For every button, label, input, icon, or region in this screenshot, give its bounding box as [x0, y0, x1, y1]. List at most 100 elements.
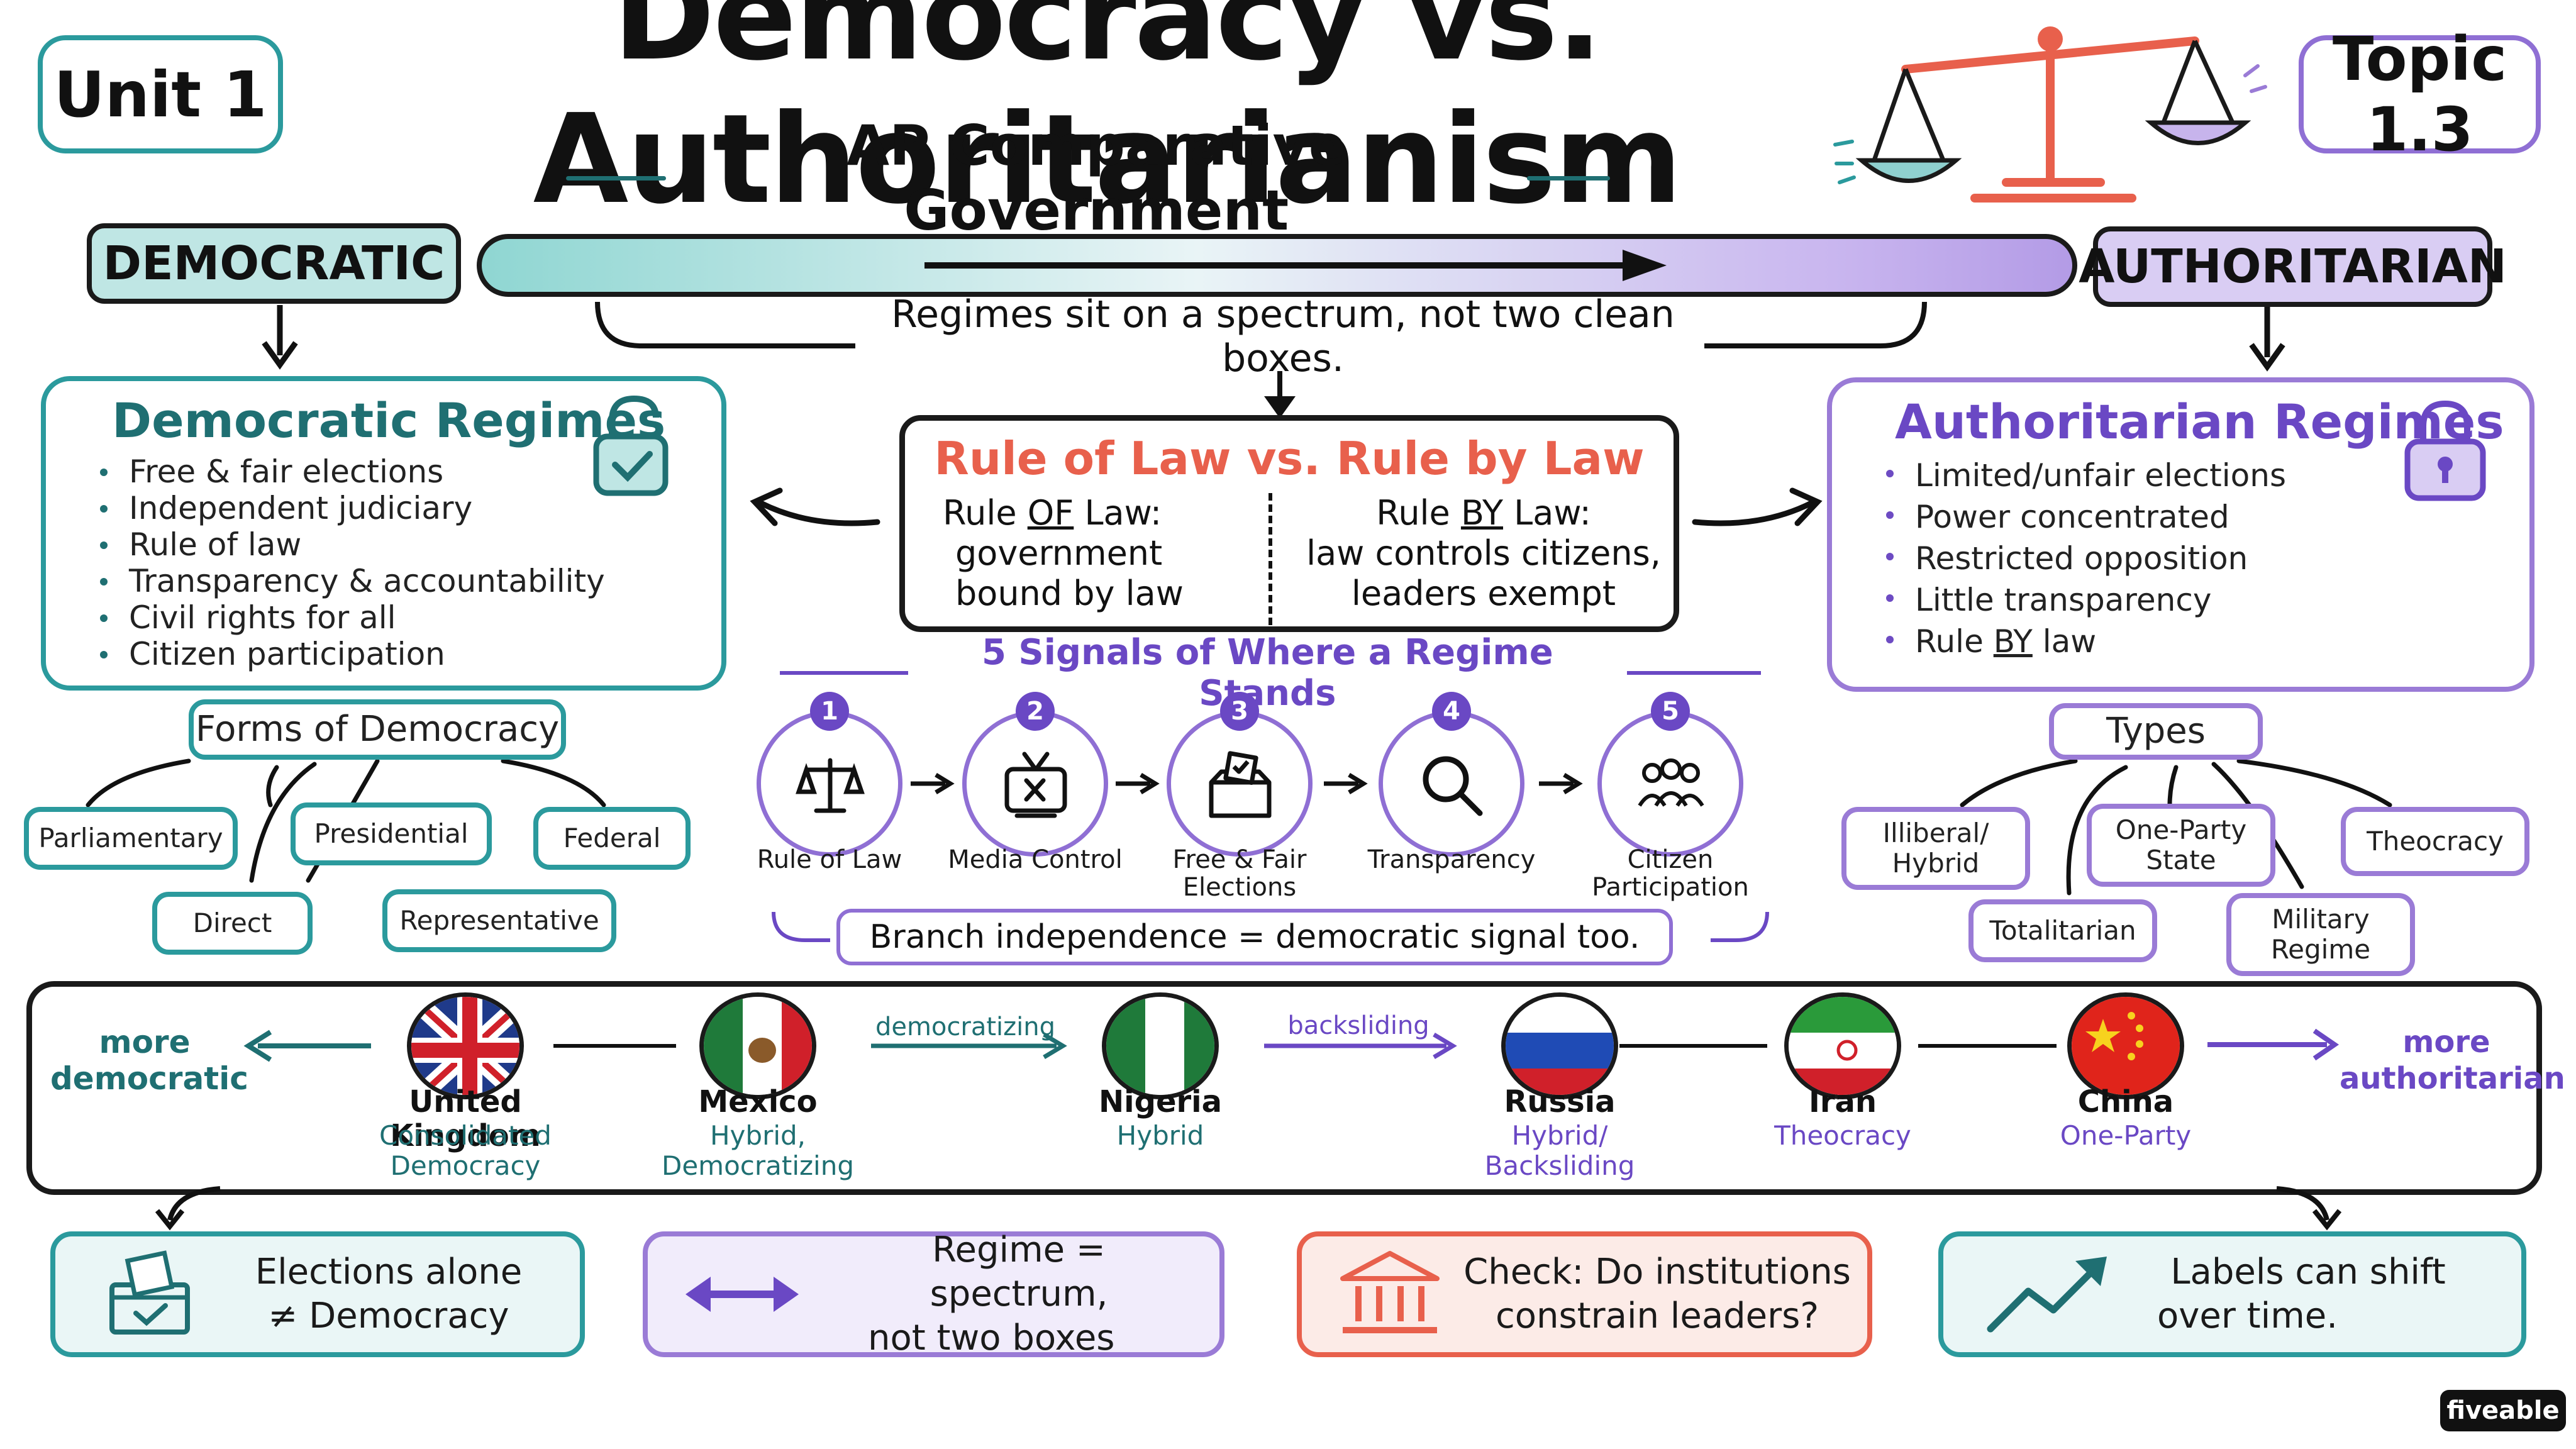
- country-status: Hybrid, Democratizing: [661, 1120, 855, 1181]
- takeaway-labels-line1: Labels can shift: [2170, 1252, 2446, 1292]
- subtitle-row: AP Comparative Government: [566, 113, 1610, 243]
- country-name: United Kingdom: [390, 1084, 541, 1153]
- signal-label-2: Media Control: [948, 845, 1123, 874]
- signals-bracket: [772, 911, 1769, 942]
- democratic-regimes-list: Free & fair elections Independent judici…: [90, 453, 706, 672]
- takeaway-spectrum-line1: Regime = spectrum,: [930, 1230, 1108, 1314]
- signals-rule-left: [780, 671, 908, 675]
- subtitle-rule-right: [1526, 175, 1610, 180]
- more-authoritarian-label: more authoritarian: [2340, 1024, 2565, 1096]
- authoritarian-regimes-card: Authoritarian Regimes Limited/unfair ele…: [1827, 377, 2534, 692]
- takeaway-spectrum-line2: not two boxes: [868, 1318, 1115, 1358]
- authoritarian-down-arrow: [2249, 307, 2285, 372]
- rule-of-law-divider: [1269, 493, 1272, 625]
- signal-label-3: Free & Fair Elections: [1172, 845, 1307, 902]
- type-one-party-state: One-Party State: [2087, 804, 2275, 887]
- ballot-check-icon: [109, 1250, 190, 1335]
- rule-of-law-left-line1: government: [955, 533, 1163, 573]
- signal-arrow: [910, 773, 955, 794]
- backsliding-label: backsliding: [1287, 1011, 1430, 1040]
- page-title: Democracy vs. Authoritarianism: [352, 0, 1862, 231]
- rule-of-law-right-line1: law controls citizens,: [1306, 533, 1661, 573]
- form-parliamentary: Parliamentary: [24, 807, 238, 870]
- signal-label-1: Rule of Law: [757, 845, 902, 874]
- country-name: China: [2077, 1084, 2174, 1119]
- democratizing-label: democratizing: [875, 1013, 1056, 1041]
- signals-rule-right: [1626, 671, 1761, 675]
- authoritarian-regimes-list: Limited/unfair elections Power concentra…: [1876, 455, 2505, 662]
- subtitle-text: AP Comparative Government: [847, 113, 1346, 243]
- signal-circle-3: [1167, 711, 1313, 857]
- list-item: Civil rights for all: [90, 599, 706, 636]
- rule-of-law-right-head: Rule BY Law:: [1376, 493, 1591, 533]
- list-item: Rule of law: [90, 526, 706, 563]
- signal-number-4: 4: [1432, 692, 1471, 731]
- country-name: Iran: [1808, 1084, 1877, 1119]
- list-item: Transparency & accountability: [90, 563, 706, 599]
- tv-icon: [1004, 752, 1067, 818]
- rule-of-law-card: Rule of Law vs. Rule by Law Rule OF Law:…: [899, 415, 1679, 632]
- magnifier-icon: [1423, 756, 1483, 816]
- uk-flag: [407, 992, 524, 1099]
- china-flag-art: [2072, 997, 2180, 1095]
- russia-flag: [1501, 992, 1618, 1099]
- more-democratic-label: more democratic: [50, 1024, 248, 1097]
- balance-scale-icon: [1833, 26, 2267, 203]
- china-flag: [2067, 992, 2184, 1099]
- rule-of-law-left-head: Rule OF Law:: [943, 493, 1162, 533]
- democratic-regimes-title: Democratic Regimes: [112, 392, 666, 448]
- brand-badge: fiveable: [2440, 1390, 2566, 1431]
- trend-up-icon: [1987, 1257, 2107, 1333]
- signal-number-3: 3: [1220, 692, 1259, 731]
- country-status: Hybrid: [1116, 1120, 1204, 1151]
- nigeria-flag: [1102, 992, 1219, 1099]
- scale-icon: [796, 758, 865, 813]
- country-connectors: [243, 1028, 2340, 1062]
- list-item: Limited/unfair elections: [1876, 455, 2505, 496]
- forms-of-democracy-title: Forms of Democracy: [189, 699, 566, 760]
- democratic-down-arrow: [262, 305, 298, 370]
- takeaway-spectrum: Regime = spectrum, not two boxes: [643, 1230, 1224, 1358]
- signal-circle-2: [962, 711, 1108, 857]
- signal-number-2: 2: [1016, 692, 1055, 731]
- form-representative: Representative: [382, 889, 616, 952]
- list-item: Power concentrated: [1876, 496, 2505, 538]
- signal-circle-4: [1379, 711, 1524, 857]
- rule-of-law-right-line2: leaders exempt: [1351, 574, 1616, 613]
- takeaway-labels-line2: over time.: [2157, 1296, 2338, 1336]
- rule-of-law-left-line2: bound by law: [955, 574, 1184, 613]
- signal-label-5: Citizen Participation: [1592, 845, 1749, 902]
- country-status: Theocracy: [1774, 1120, 1911, 1151]
- lock-icon: [2404, 400, 2486, 501]
- rule-of-law-right: Rule BY Law: law controls citizens, lead…: [1295, 493, 1672, 614]
- signal-label-4: Transparency: [1367, 845, 1536, 874]
- spectrum-note: Regimes sit on a spectrum, not two clean…: [891, 292, 1675, 380]
- democratic-label: DEMOCRATIC: [87, 223, 461, 304]
- list-item: Little transparency: [1876, 579, 2505, 621]
- unit-badge: Unit 1: [38, 35, 283, 153]
- signal-number-1: 1: [810, 692, 849, 731]
- form-federal: Federal: [533, 807, 691, 870]
- authoritarian-label: AUTHORITARIAN: [2079, 226, 2507, 307]
- type-illiberal-hybrid: Illiberal/ Hybrid: [1841, 807, 2030, 890]
- country-name: Russia: [1504, 1084, 1616, 1119]
- takeaway-elections: Elections alone ≠ Democracy: [50, 1231, 585, 1357]
- takeaway-institutions: Check: Do institutions constrain leaders…: [1297, 1231, 1872, 1357]
- democratic-regimes-card: Democratic Regimes Free & fair elections…: [41, 376, 726, 691]
- country-name: Nigeria: [1098, 1084, 1223, 1119]
- title-text: Democracy vs. Authoritarianism: [533, 0, 1683, 231]
- country-name: Mexico: [698, 1084, 818, 1119]
- type-military-regime: Military Regime: [2226, 893, 2415, 976]
- signal-arrow: [1539, 773, 1583, 794]
- takeaway-elections-line1: Elections alone: [255, 1252, 523, 1292]
- signal-arrow: [1323, 773, 1368, 794]
- rule-of-law-title: Rule of Law vs. Rule by Law: [934, 432, 1645, 485]
- unit-label: Unit 1: [53, 57, 267, 131]
- types-title: Types: [2049, 703, 2263, 760]
- subtitle-rule-left: [566, 175, 666, 180]
- signals-note: Branch independence = democratic signal …: [836, 909, 1673, 965]
- mexico-flag: [699, 992, 816, 1099]
- list-item: Restricted opposition: [1876, 538, 2505, 579]
- list-item: Free & fair elections: [90, 453, 706, 490]
- list-item: Rule BY law: [1876, 621, 2505, 662]
